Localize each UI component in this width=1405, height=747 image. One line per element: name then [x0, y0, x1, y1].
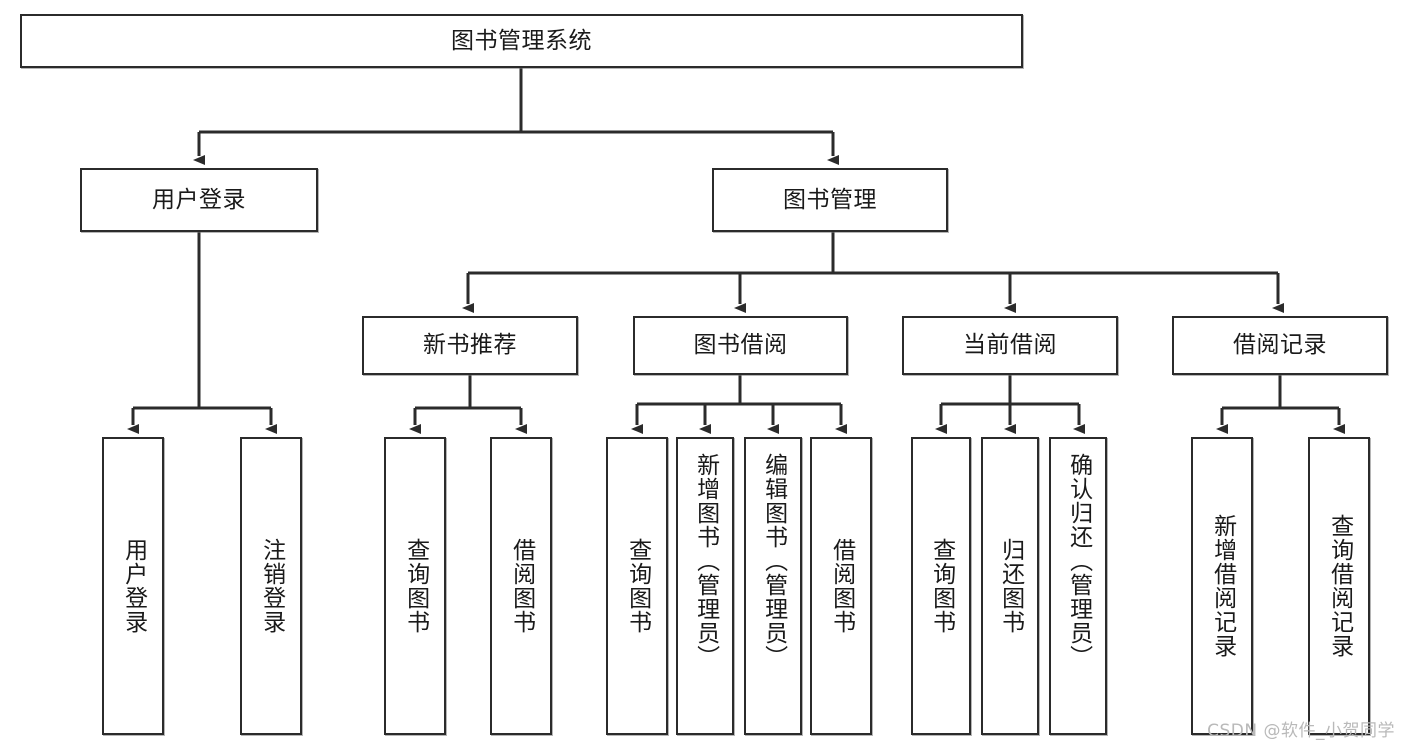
node-label: 归还图书	[997, 538, 1024, 634]
node-label: 当前借阅	[963, 332, 1057, 359]
node-label: 借阅图书	[508, 538, 535, 634]
leaf-current-return-book[interactable]: 归还图书	[981, 437, 1039, 735]
node-label: 图书管理系统	[451, 27, 592, 54]
node-borrow-record[interactable]: 借阅记录	[1172, 316, 1388, 375]
node-label: 图书管理	[783, 186, 877, 213]
leaf-recommend-query-book[interactable]: 查询图书	[384, 437, 446, 735]
watermark-text: CSDN @软件_小贺同学	[1207, 721, 1395, 741]
leaf-borrow-query-book[interactable]: 查询图书	[606, 437, 668, 735]
node-label: 借阅记录	[1233, 332, 1327, 359]
leaf-borrow-edit-book[interactable]: 编辑图书（管理员）	[744, 437, 802, 735]
node-book-borrow[interactable]: 图书借阅	[633, 316, 848, 375]
node-label: 编辑图书（管理员）	[760, 453, 787, 669]
leaf-user-login-signout[interactable]: 注销登录	[240, 437, 302, 735]
leaf-borrow-add-book[interactable]: 新增图书（管理员）	[676, 437, 734, 735]
node-label: 查询借阅记录	[1326, 514, 1353, 658]
leaf-recommend-borrow-book[interactable]: 借阅图书	[490, 437, 552, 735]
node-label: 查询图书	[402, 538, 429, 634]
leaf-borrow-borrow-book[interactable]: 借阅图书	[810, 437, 872, 735]
node-user-login[interactable]: 用户登录	[80, 168, 318, 232]
node-new-book-recommend[interactable]: 新书推荐	[362, 316, 578, 375]
node-root-system[interactable]: 图书管理系统	[20, 14, 1023, 68]
node-label: 查询图书	[624, 538, 651, 634]
node-label: 新增借阅记录	[1209, 514, 1236, 658]
node-book-management[interactable]: 图书管理	[712, 168, 948, 232]
node-current-borrow[interactable]: 当前借阅	[902, 316, 1118, 375]
node-label: 新增图书（管理员）	[692, 453, 719, 669]
node-label: 图书借阅	[693, 332, 788, 359]
node-label: 借阅图书	[828, 538, 855, 634]
leaf-record-add-record[interactable]: 新增借阅记录	[1191, 437, 1253, 735]
node-label: 查询图书	[928, 538, 955, 634]
leaf-current-confirm-return[interactable]: 确认归还（管理员）	[1049, 437, 1107, 735]
leaf-record-query-record[interactable]: 查询借阅记录	[1308, 437, 1370, 735]
node-label: 用户登录	[152, 186, 246, 213]
node-label: 新书推荐	[423, 332, 517, 359]
node-label: 确认归还（管理员）	[1065, 453, 1092, 669]
node-label: 注销登录	[258, 538, 285, 634]
leaf-current-query-book[interactable]: 查询图书	[911, 437, 971, 735]
leaf-user-login-signin[interactable]: 用户登录	[102, 437, 164, 735]
node-label: 用户登录	[120, 538, 147, 634]
